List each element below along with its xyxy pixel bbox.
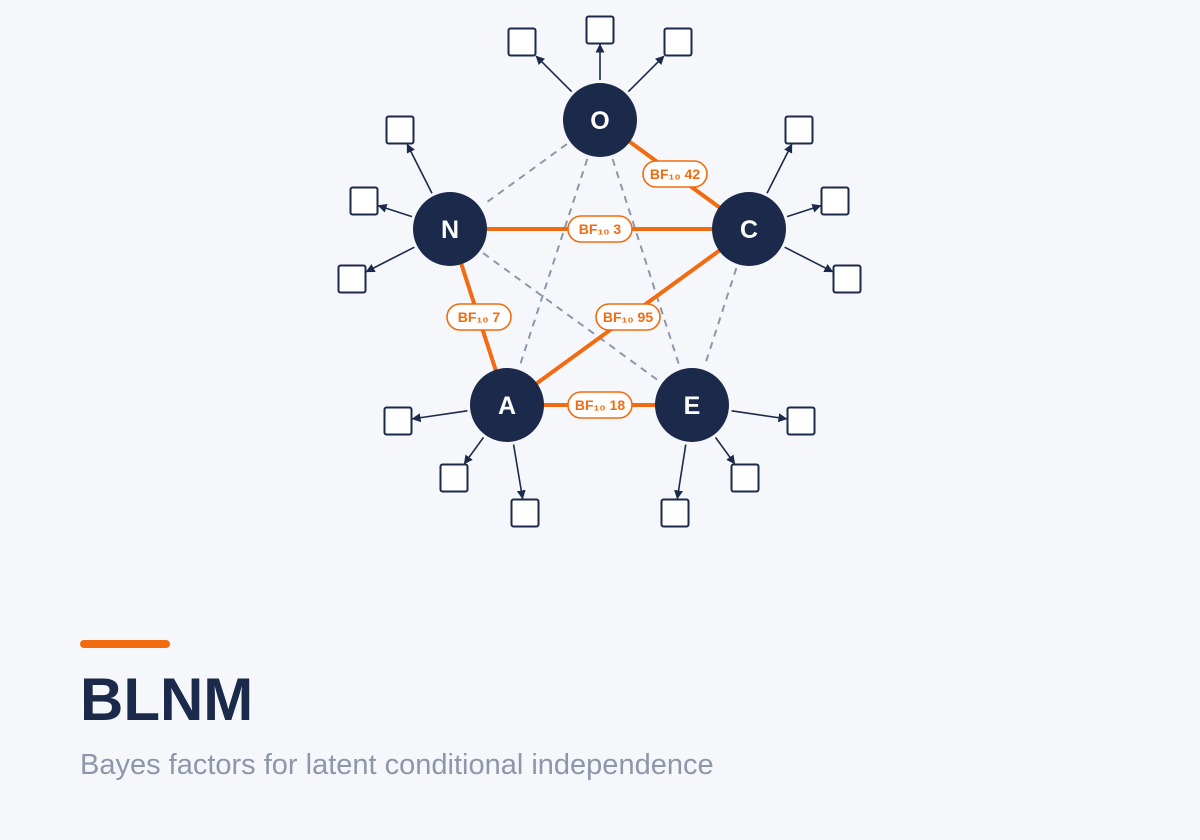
loading-arrow-A-1	[411, 410, 468, 423]
page-subtitle: Bayes factors for latent conditional ind…	[80, 749, 714, 781]
indicator-box-N-2	[349, 186, 379, 216]
latent-node-label-O: O	[590, 107, 609, 135]
edge-labels: BF₁₀ 42 BF₁₀ 3 BF₁₀ 7 BF₁₀ 95 BF₁₀ 18	[446, 160, 708, 419]
accent-bar	[80, 640, 170, 648]
loading-arrow-A-2	[463, 436, 485, 465]
loading-arrow-C-3	[784, 246, 834, 273]
latent-node-label-E: E	[684, 392, 701, 420]
bf-label-N-A: BF₁₀ 7	[458, 309, 501, 325]
network-diagram: O N C A E BF₁₀ 42 BF₁₀ 3 BF₁₀ 7 BF₁₀ 95 BF₁₀ 18	[337, 15, 862, 528]
loading-arrow-O-1	[535, 55, 573, 93]
latent-node-O	[563, 83, 637, 157]
bf-label-pill-C-A	[595, 303, 661, 331]
bf-label-pill-O-C	[642, 160, 708, 188]
bf-label-O-C: BF₁₀ 42	[650, 166, 700, 182]
loading-arrow-N-2	[377, 203, 413, 218]
bf-label-A-E: BF₁₀ 18	[575, 397, 625, 413]
latent-nodes: O N C A E	[413, 83, 786, 442]
indicator-box-N-1	[385, 115, 415, 145]
latent-node-A	[470, 368, 544, 442]
indicators	[337, 15, 862, 528]
weak-edges	[482, 143, 738, 382]
indicator-box-E-1	[786, 406, 816, 436]
bf-label-pill-A-E	[567, 391, 633, 419]
bf-label-C-A: BF₁₀ 95	[603, 309, 653, 325]
dashed-edge-O-N	[482, 143, 568, 206]
loading-arrow-E-3	[674, 444, 687, 500]
bf-label-pill-N-C	[567, 215, 633, 243]
indicator-box-E-3	[660, 498, 690, 528]
bf-label-N-C: BF₁₀ 3	[579, 221, 622, 237]
loading-arrow-E-1	[731, 410, 788, 423]
indicator-box-O-2	[585, 15, 615, 45]
page-title: BLNM	[80, 666, 254, 733]
bf-label-pill-N-A	[446, 303, 512, 331]
indicator-box-A-2	[439, 463, 469, 493]
loading-arrow-C-1	[766, 143, 793, 194]
loading-arrow-E-2	[714, 436, 736, 465]
loading-arrow-N-1	[406, 143, 433, 194]
indicator-box-O-1	[507, 27, 537, 57]
loading-arrow-O-3	[627, 55, 665, 93]
loading-arrow-C-2	[786, 203, 822, 218]
indicator-box-C-3	[832, 264, 862, 294]
dashed-edge-C-E	[703, 267, 738, 367]
latent-node-E	[655, 368, 729, 442]
indicator-box-O-3	[663, 27, 693, 57]
latent-node-label-A: A	[498, 392, 516, 420]
indicator-box-A-3	[510, 498, 540, 528]
latent-node-label-C: C	[740, 216, 758, 244]
latent-node-N	[413, 192, 487, 266]
indicator-box-C-1	[784, 115, 814, 145]
indicator-box-E-2	[730, 463, 760, 493]
indicator-box-C-2	[820, 186, 850, 216]
dashed-edge-O-E	[611, 158, 681, 367]
indicator-box-A-1	[383, 406, 413, 436]
dashed-edge-N-E	[482, 252, 660, 382]
indicator-box-N-3	[337, 264, 367, 294]
latent-node-C	[712, 192, 786, 266]
dashed-edge-O-A	[518, 158, 589, 367]
loading-arrow-A-3	[512, 444, 526, 500]
latent-node-label-N: N	[441, 216, 459, 244]
loading-arrow-N-3	[365, 246, 415, 273]
